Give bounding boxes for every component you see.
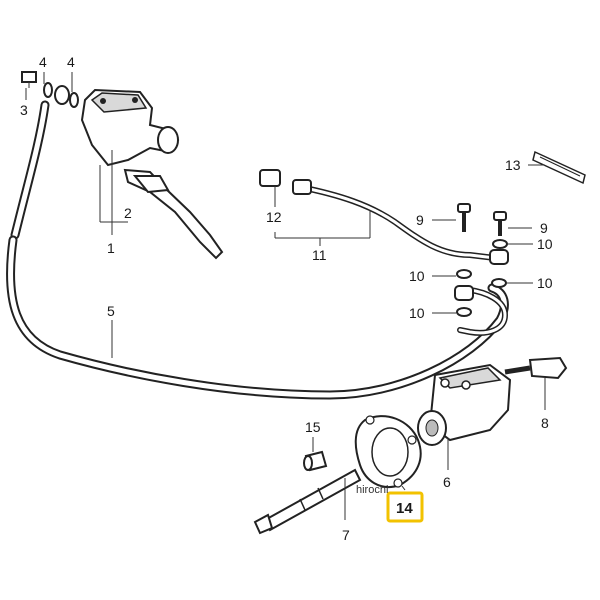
highlight-box bbox=[386, 491, 424, 523]
master-cylinder bbox=[80, 88, 180, 167]
highlight-14: 14 bbox=[386, 491, 424, 523]
callout-15: 15 bbox=[305, 419, 321, 435]
gasket bbox=[354, 415, 422, 488]
banjo-bolt-3 bbox=[21, 71, 37, 88]
line-fitting-12 bbox=[259, 169, 312, 195]
callout-labels: 1 2 3 4 4 5 6 7 8 9 9 10 10 10 10 11 12 … bbox=[20, 54, 553, 543]
bush bbox=[303, 450, 328, 472]
callout-3: 3 bbox=[20, 102, 28, 118]
callout-7: 7 bbox=[342, 527, 350, 543]
callout-10a: 10 bbox=[537, 236, 553, 252]
callout-4b: 4 bbox=[67, 54, 75, 70]
banjo-union-lower bbox=[454, 285, 474, 301]
callout-13: 13 bbox=[505, 157, 521, 173]
cable-tie bbox=[532, 150, 586, 185]
callout-8: 8 bbox=[541, 415, 549, 431]
mounting-bolt-8 bbox=[504, 356, 568, 380]
callout-4a: 4 bbox=[39, 54, 47, 70]
callout-11: 11 bbox=[312, 247, 327, 263]
pushrod bbox=[253, 468, 362, 535]
callout-9a: 9 bbox=[416, 212, 424, 228]
bolt-9-left bbox=[457, 203, 471, 232]
callout-2: 2 bbox=[124, 205, 132, 221]
callout-5: 5 bbox=[107, 303, 115, 319]
callout-10d: 10 bbox=[409, 305, 425, 321]
callout-6: 6 bbox=[443, 474, 451, 490]
callout-14: 14 bbox=[396, 500, 413, 517]
callout-10b: 10 bbox=[409, 268, 425, 284]
slave-cylinder bbox=[417, 363, 512, 446]
callout-9b: 9 bbox=[540, 220, 548, 236]
clutch-lever bbox=[123, 168, 224, 260]
callout-1: 1 bbox=[107, 240, 115, 256]
banjo-union-upper bbox=[489, 249, 509, 265]
clutch-hose bbox=[6, 100, 509, 400]
sealing-washers-4 bbox=[43, 82, 79, 108]
bolt-9-right bbox=[493, 211, 507, 236]
watermark: hirochi bbox=[356, 484, 388, 496]
callout-12: 12 bbox=[266, 209, 282, 225]
clutch-line bbox=[297, 184, 508, 336]
leader-lines bbox=[25, 72, 546, 520]
callout-10c: 10 bbox=[537, 275, 553, 291]
washers-10 bbox=[456, 239, 508, 317]
